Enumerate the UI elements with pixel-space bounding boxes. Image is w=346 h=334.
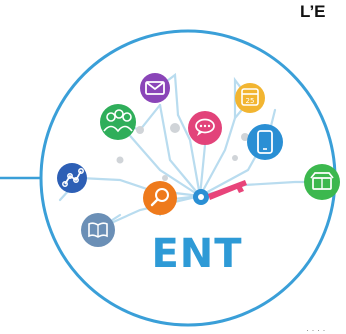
book-icon [81, 213, 115, 247]
page-title-cropped: L’E [300, 2, 326, 21]
circuit-dots [116, 123, 249, 181]
logo-text: ENT [151, 231, 242, 277]
mail-icon [140, 73, 170, 103]
key-icon [193, 180, 247, 205]
network-icon [57, 163, 87, 193]
tablet-icon [247, 124, 283, 160]
calendar-icon: 25 [235, 83, 265, 113]
users-icon [100, 104, 136, 140]
chat-icon [188, 111, 222, 145]
svg-text:25: 25 [246, 97, 255, 105]
box-icon [304, 164, 340, 200]
search-icon [143, 181, 177, 215]
footer-text-cropped: · · · · [306, 325, 326, 334]
